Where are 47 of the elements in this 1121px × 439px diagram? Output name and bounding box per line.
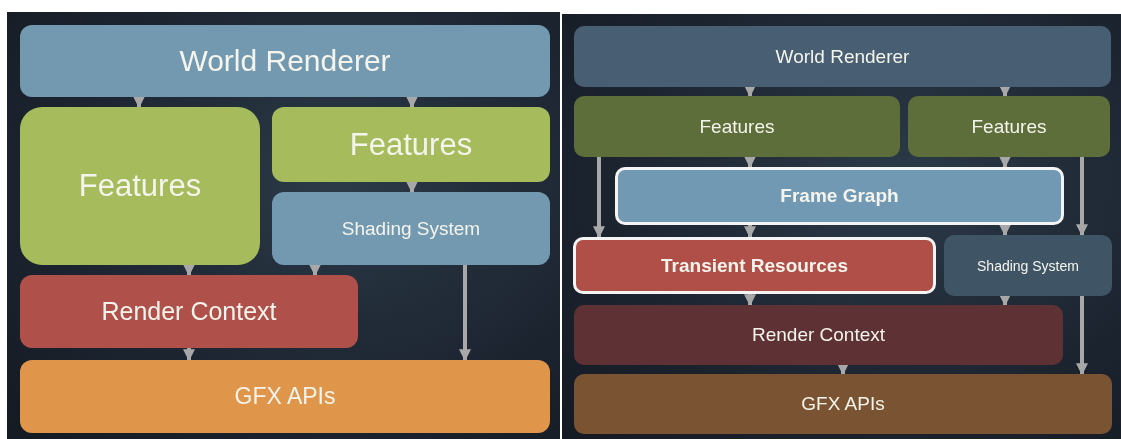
layer-box <box>20 25 550 97</box>
box-label: Features <box>78 168 202 204</box>
arrow <box>183 348 195 362</box>
layer-box <box>944 235 1112 296</box>
arrow <box>744 294 756 307</box>
layer-box <box>574 374 1112 434</box>
arrow <box>1076 157 1088 237</box>
box-label: Features <box>699 115 775 138</box>
arrow <box>837 363 849 376</box>
layer-box <box>574 96 900 157</box>
box-label: Shading System <box>341 217 481 240</box>
layer-box <box>615 167 1064 225</box>
box-label: Features <box>971 115 1047 138</box>
arrow <box>999 224 1011 237</box>
layer-box <box>908 96 1110 157</box>
box-label: Render Context <box>101 297 277 326</box>
arrow <box>593 157 605 239</box>
layer-box <box>574 305 1063 365</box>
box-label: Shading System <box>977 257 1079 274</box>
box-label: Render Context <box>751 324 886 346</box>
arrow <box>1076 296 1088 376</box>
arrow <box>183 264 195 277</box>
box-label: World Renderer <box>179 44 391 78</box>
box-label: Frame Graph <box>780 185 899 207</box>
layer-box <box>573 237 936 294</box>
arrow <box>459 265 471 362</box>
arrow <box>744 85 756 98</box>
arrow <box>744 225 756 239</box>
layer-box <box>574 26 1111 87</box>
layer-box <box>20 360 550 433</box>
arrow <box>744 156 756 169</box>
arrow <box>999 156 1011 169</box>
arrow <box>406 96 418 109</box>
box-label: Features <box>349 126 473 163</box>
box-label: GFX APIs <box>234 383 336 410</box>
layer-box <box>272 192 550 265</box>
layer-box <box>20 107 260 265</box>
arrow <box>406 181 418 194</box>
arrow <box>133 96 145 109</box>
arrow <box>309 264 321 277</box>
layer-box <box>20 275 358 348</box>
arrow <box>999 294 1011 307</box>
layer-box <box>272 107 550 182</box>
arrow <box>999 85 1011 98</box>
box-label: World Renderer <box>775 45 910 68</box>
box-label: GFX APIs <box>801 393 885 415</box>
box-label: Transient Resources <box>661 254 848 277</box>
